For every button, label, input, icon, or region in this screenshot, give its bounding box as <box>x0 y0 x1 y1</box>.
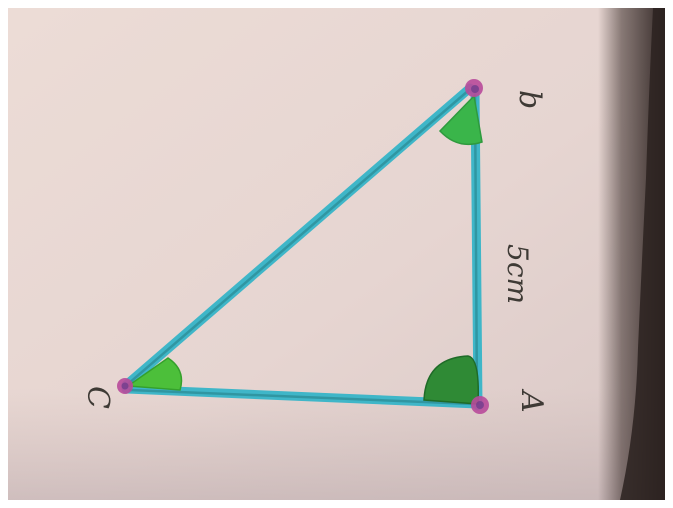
vertex-b-label: b <box>512 90 547 109</box>
side-ca-core <box>128 388 476 406</box>
triangle-photo: b A C 5cm <box>8 8 665 500</box>
right-edge-dark <box>620 8 665 500</box>
vertex-a-dot-core <box>476 401 484 409</box>
angle-b-marker <box>438 94 483 146</box>
vertex-c-label: C <box>80 386 115 409</box>
angle-markers <box>125 94 483 405</box>
paper-bottom-shade <box>8 388 665 500</box>
angle-a-marker <box>423 355 480 405</box>
side-ab-length-label: 5cm <box>501 244 534 304</box>
vertex-dots <box>117 79 489 414</box>
triangle-drawing: b A C 5cm <box>8 8 665 500</box>
vertex-b-dot-core <box>471 85 479 93</box>
vertex-c-dot-core <box>121 382 129 390</box>
vertex-a-label: A <box>514 388 549 413</box>
angle-c-marker <box>125 357 183 391</box>
side-cb-core <box>126 88 471 386</box>
